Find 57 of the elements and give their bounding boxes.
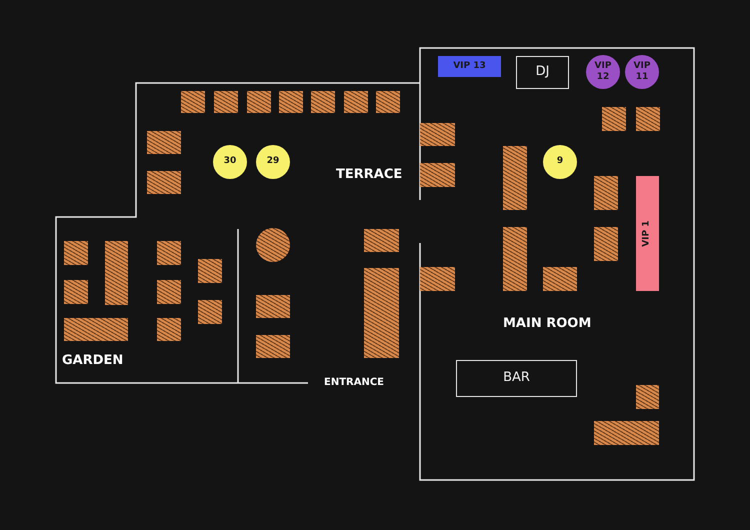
table (311, 91, 335, 113)
table (64, 280, 88, 304)
table (543, 267, 577, 291)
table (147, 131, 181, 154)
table (344, 91, 368, 113)
round-table (256, 228, 290, 262)
table (64, 241, 88, 265)
table (157, 241, 181, 265)
bar-counter (456, 360, 577, 397)
table (256, 145, 290, 179)
area-label: GARDEN (62, 353, 124, 368)
area-label: MAIN ROOM (503, 316, 592, 331)
vip-table (438, 56, 501, 77)
table (503, 146, 527, 210)
table (364, 229, 399, 252)
table (157, 280, 181, 304)
table (198, 259, 222, 283)
table (503, 227, 527, 291)
table (157, 318, 181, 341)
table (594, 227, 618, 261)
table (543, 145, 577, 179)
table-label: VIP 13 (453, 60, 486, 72)
table (364, 268, 399, 358)
table-number: 29 (266, 156, 280, 168)
bar-label: BAR (503, 370, 530, 387)
table (198, 300, 222, 324)
table (279, 91, 303, 113)
table (602, 107, 626, 131)
table (256, 335, 290, 358)
table (420, 123, 455, 146)
dj-booth (516, 56, 569, 89)
table-label: VIP 1 (642, 220, 653, 247)
table (376, 91, 400, 113)
table (181, 91, 205, 113)
table (594, 176, 618, 210)
table (213, 145, 247, 179)
table (214, 91, 238, 113)
vip-table (625, 55, 659, 89)
area-label: ENTRANCE (324, 377, 384, 388)
table-label: VIP 12 (594, 60, 612, 84)
vip-table (636, 176, 659, 291)
table (247, 91, 271, 113)
table (64, 318, 128, 341)
vip-table (586, 55, 620, 89)
table-number: 9 (556, 156, 564, 168)
table (147, 171, 181, 194)
table (636, 107, 660, 131)
table (420, 267, 455, 291)
table-number: 30 (224, 156, 236, 168)
table (256, 295, 290, 318)
table (594, 421, 659, 445)
booth-label: DJ (536, 64, 550, 81)
table-label: VIP 11 (632, 60, 652, 84)
area-label: TERRACE (336, 167, 402, 182)
table (105, 241, 128, 305)
table (636, 385, 659, 409)
table (420, 163, 455, 187)
